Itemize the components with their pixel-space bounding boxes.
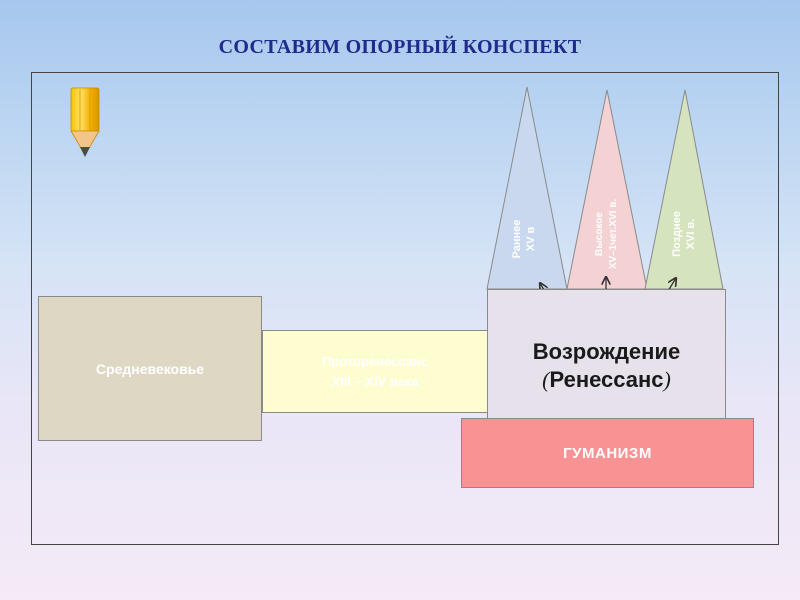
proto-renaissance-dates: XIII – XIV века (331, 373, 419, 389)
renaissance-name: Возрождение (532, 339, 681, 364)
pencil-icon (70, 87, 100, 157)
renaissance-alt-name: Ренессанс (549, 367, 664, 392)
humanism-box: ГУМАНИЗМ (461, 418, 754, 488)
spire-late-name: Позднее (671, 211, 683, 257)
renaissance-box: Возрождение (Ренессанс) (487, 289, 726, 419)
renaissance-alt-line: (Ренессанс) (542, 366, 671, 394)
page-title: СОСТАВИМ ОПОРНЫЙ КОНСПЕКТ (218, 36, 582, 58)
open-paren: ( (542, 367, 550, 392)
spire-high-dates: XV–1чет.XVI в. (608, 198, 619, 270)
medieval-label: Средневековье (95, 360, 205, 377)
spire-high-name: Высокое (594, 212, 605, 256)
spire-late-label: Позднее XVI в. (664, 179, 704, 289)
diagram-frame (31, 72, 779, 545)
spire-early-label: Раннее XV в (504, 184, 544, 294)
proto-renaissance-box: Проторенессанс XIII – XIV века (262, 330, 488, 413)
close-paren: ) (663, 367, 671, 392)
humanism-label: ГУМАНИЗМ (563, 444, 652, 462)
spire-late-dates: XVI в. (685, 218, 697, 250)
spire-high-label: Высокое XV–1чет.XVI в. (587, 179, 627, 289)
medieval-box: Средневековье (38, 296, 262, 441)
spire-early-name: Раннее (511, 219, 523, 259)
spire-early-dates: XV в (525, 226, 537, 252)
proto-renaissance-name: Проторенессанс (321, 353, 429, 369)
